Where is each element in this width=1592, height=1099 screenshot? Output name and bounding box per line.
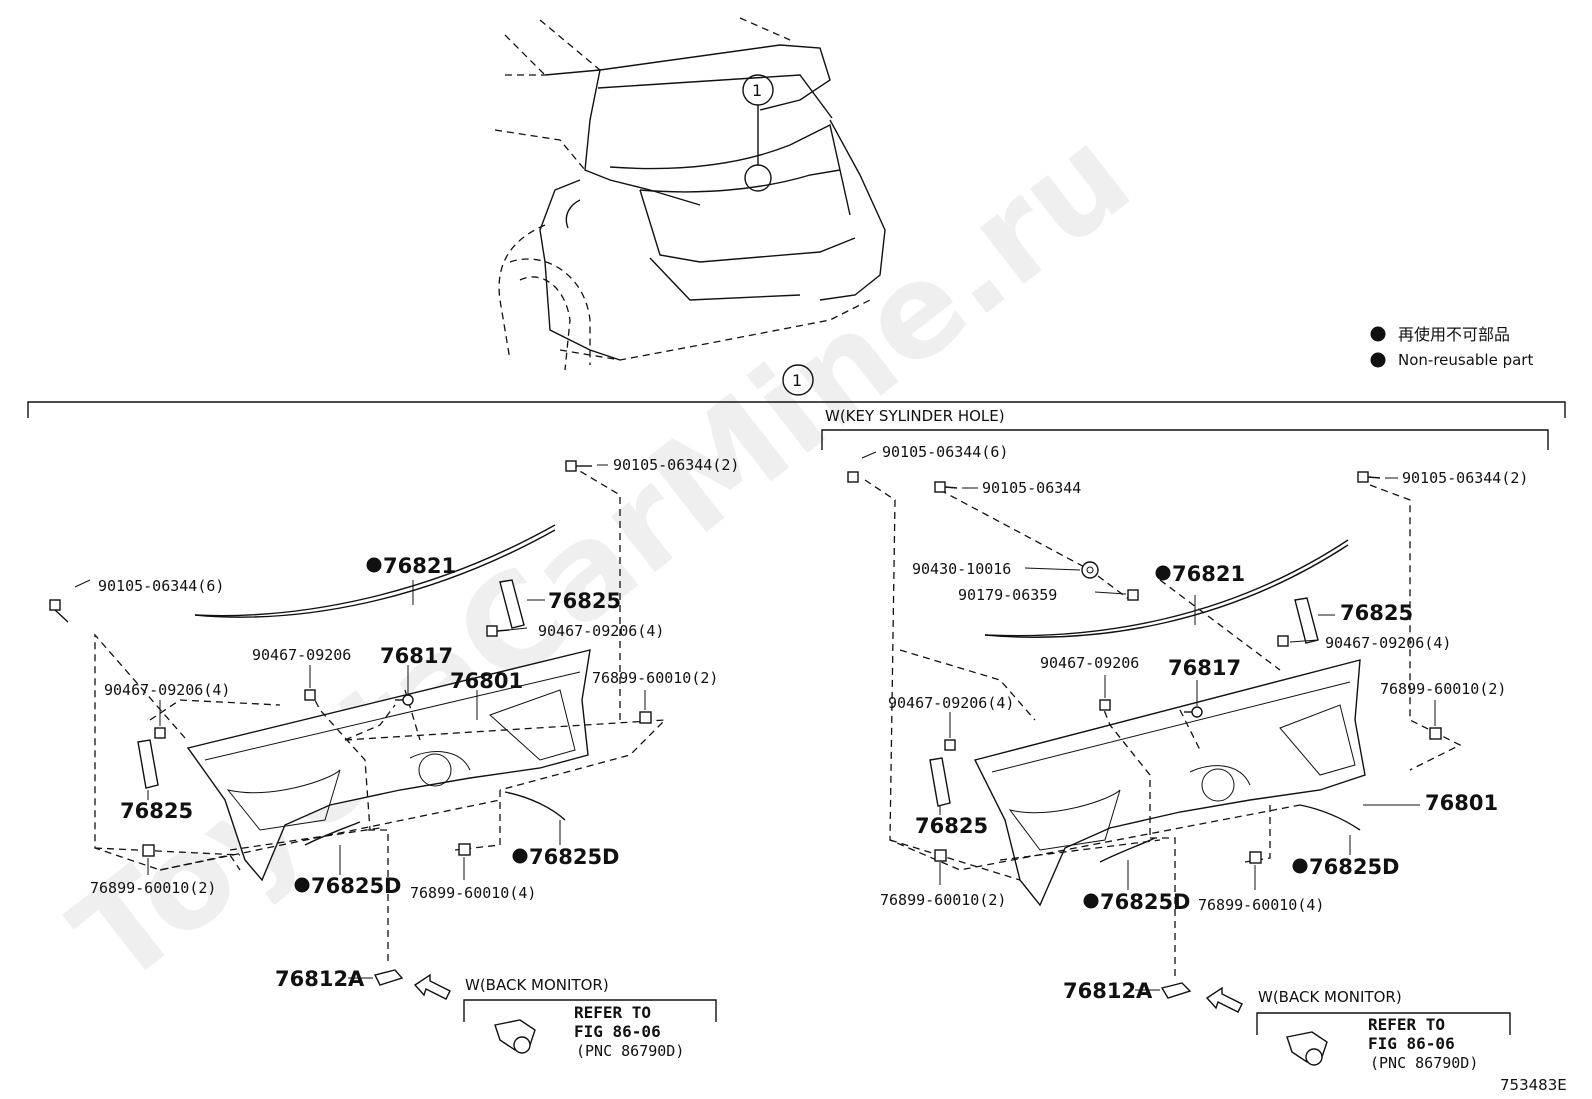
label-screw-center: 90467-09206 xyxy=(1040,654,1139,672)
clip-icon xyxy=(639,711,652,724)
legend-dot-icon xyxy=(1370,352,1386,368)
figure-id: 753483E xyxy=(1500,1076,1567,1094)
legend-dot-icon xyxy=(1370,326,1386,342)
bolt-icon xyxy=(847,471,859,483)
non-reusable-dot-icon xyxy=(1155,565,1171,581)
label-clip-left: 76899-60010(2) xyxy=(880,891,1006,909)
label-clip-left: 76899-60010(2) xyxy=(90,879,216,897)
screw-icon xyxy=(486,625,510,637)
bracket-icon xyxy=(373,969,404,986)
label-seal-76825D-right: 76825D xyxy=(529,845,620,869)
label-key-cylinder-header: W(KEY SYLINDER HOLE) xyxy=(825,407,1005,425)
label-plug-76817: 76817 xyxy=(1168,656,1241,680)
label-seal-76825D-left: 76825D xyxy=(1100,890,1191,914)
screw-icon xyxy=(1099,699,1111,711)
label-screw-left: 90467-09206(4) xyxy=(104,681,230,699)
clip-icon xyxy=(1249,851,1262,864)
left-assembly: 90105-06344(2) 90105-06344(6) 76821 7682… xyxy=(49,456,739,1060)
label-pad-76825-bottom: 76825 xyxy=(120,799,193,823)
label-back-monitor: W(BACK MONITOR) xyxy=(1258,988,1402,1006)
label-screw-left: 90467-09206(4) xyxy=(888,694,1014,712)
label-back-monitor: W(BACK MONITOR) xyxy=(465,976,609,994)
label-seal-76825D-left: 76825D xyxy=(311,874,402,898)
bracket-icon xyxy=(1160,982,1192,999)
label-screw-center: 90467-09206 xyxy=(252,646,351,664)
label-bolt-second: 90105-06344 xyxy=(982,479,1081,497)
label-nut: 90179-06359 xyxy=(958,586,1057,604)
label-clip-bottom: 76899-60010(4) xyxy=(410,884,536,902)
clip-icon xyxy=(1429,727,1442,740)
nut-icon xyxy=(1127,589,1139,601)
legend-jp: 再使用不可部品 xyxy=(1398,325,1510,344)
non-reusable-dot-icon xyxy=(1083,893,1099,909)
label-seal-76821: 76821 xyxy=(1172,562,1245,586)
arrow-icon xyxy=(1205,986,1243,1013)
non-reusable-dot-icon xyxy=(512,848,528,864)
label-pnc: (PNC 86790D) xyxy=(576,1042,684,1060)
label-fig: FIG 86-06 xyxy=(574,1022,661,1041)
legend-en: Non-reusable part xyxy=(1398,351,1533,369)
label-garnish-76801: 76801 xyxy=(450,669,523,693)
ref-circle-top xyxy=(742,74,774,106)
non-reusable-dot-icon xyxy=(294,877,310,893)
label-garnish-76801: 76801 xyxy=(1425,791,1498,815)
label-refer-to: REFER TO xyxy=(1368,1015,1445,1034)
non-reusable-dot-icon xyxy=(1292,858,1308,874)
screw-icon xyxy=(1277,635,1289,647)
label-clip-bottom: 76899-60010(4) xyxy=(1198,896,1324,914)
watermark: ToyotaCarMine.ru xyxy=(46,99,1158,1015)
bolt-icon xyxy=(934,481,958,493)
label-plug-76817: 76817 xyxy=(380,644,453,668)
label-seal-76821: 76821 xyxy=(383,554,456,578)
label-screw-right: 90467-09206(4) xyxy=(538,622,664,640)
label-bolt-left: 90105-06344(6) xyxy=(882,443,1008,461)
label-bolt-left: 90105-06344(6) xyxy=(98,577,224,595)
label-refer-to: REFER TO xyxy=(574,1003,651,1022)
label-pad-76825-top: 76825 xyxy=(1340,601,1413,625)
ref-number-section: 1 xyxy=(792,371,802,390)
clip-icon xyxy=(458,843,471,856)
bolt-icon xyxy=(1357,471,1381,483)
label-seal-76825D-right: 76825D xyxy=(1309,855,1400,879)
screw-icon xyxy=(944,739,956,751)
clip-icon xyxy=(934,849,947,862)
label-pad-76825-top: 76825 xyxy=(548,589,621,613)
label-bracket-76812A: 76812A xyxy=(275,967,365,991)
label-fig: FIG 86-06 xyxy=(1368,1034,1455,1053)
right-assembly: W(KEY SYLINDER HOLE) xyxy=(821,407,1549,1072)
plug-icon xyxy=(1184,706,1203,718)
label-bolt-top: 90105-06344(2) xyxy=(613,456,739,474)
label-pad-76825-bottom: 76825 xyxy=(915,814,988,838)
label-pnc: (PNC 86790D) xyxy=(1370,1054,1478,1072)
legend: 再使用不可部品 Non-reusable part xyxy=(1370,325,1533,369)
label-clip-right: 76899-60010(2) xyxy=(1380,680,1506,698)
screw-icon xyxy=(154,727,166,739)
non-reusable-dot-icon xyxy=(366,557,382,573)
screw-icon xyxy=(304,689,316,701)
label-bracket-76812A: 76812A xyxy=(1063,979,1153,1003)
label-clip-right: 76899-60010(2) xyxy=(592,669,718,687)
label-screw-right: 90467-09206(4) xyxy=(1325,634,1451,652)
bolt-icon xyxy=(49,599,69,623)
car-rear-sketch: 1 xyxy=(494,17,886,371)
label-bolt-right: 90105-06344(2) xyxy=(1402,469,1528,487)
grommet-icon xyxy=(1081,561,1099,579)
label-grommet: 90430-10016 xyxy=(912,560,1011,578)
clip-icon xyxy=(142,844,155,857)
ref-number-top: 1 xyxy=(752,81,762,100)
bolt-icon xyxy=(565,460,592,472)
arrow-icon xyxy=(413,973,451,1000)
section-bracket: 1 xyxy=(27,364,1566,418)
